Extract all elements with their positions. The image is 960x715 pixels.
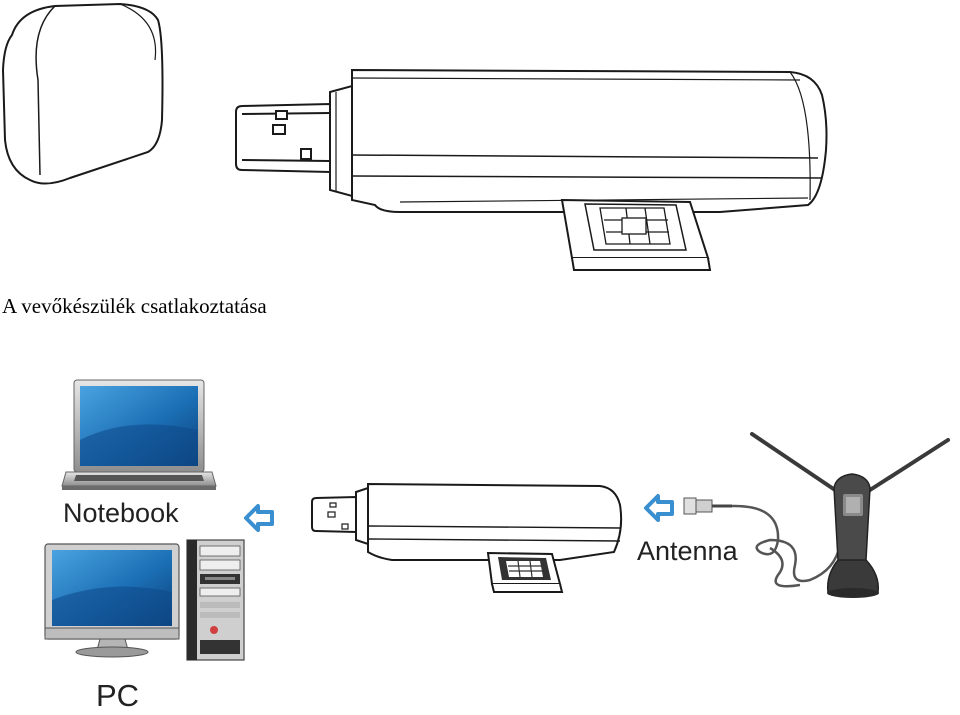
desktop-monitor-icon	[44, 543, 180, 658]
arrow-left-icon-antenna	[644, 494, 674, 522]
pc-icons	[44, 539, 245, 661]
antenna-icon	[683, 432, 950, 598]
usb-dongle-large	[235, 68, 828, 271]
notebook-icon	[61, 379, 217, 490]
usb-cap-drawing	[1, 2, 164, 185]
usb-plug	[235, 102, 331, 174]
arrow-left-icon	[244, 504, 274, 532]
notebook-label: Notebook	[63, 498, 179, 528]
antenna-label: Antenna	[637, 536, 738, 566]
usb-dongle-small	[311, 482, 623, 593]
figure-caption: A vevőkészülék csatlakoztatása	[2, 294, 267, 318]
sim-card-tray	[560, 198, 712, 271]
sim-card-tray-small	[486, 551, 564, 593]
pc-tower-icon	[186, 539, 245, 661]
pc-label: PC	[96, 678, 140, 713]
